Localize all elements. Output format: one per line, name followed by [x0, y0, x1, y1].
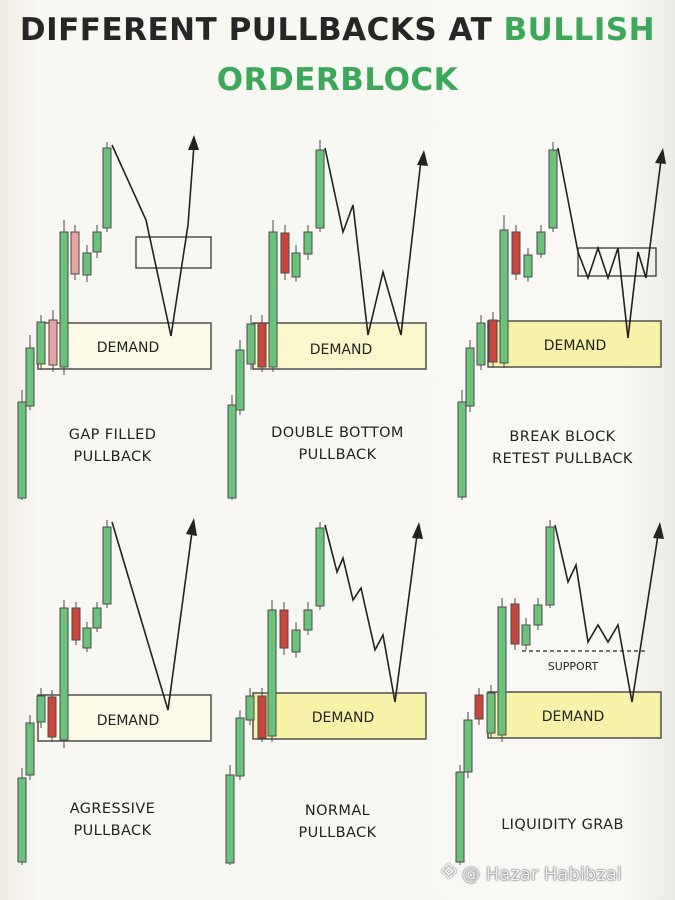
- caption-line1: NORMAL: [304, 803, 371, 819]
- price-path: [111, 521, 193, 711]
- caption-line2: PULLBACK: [73, 449, 152, 465]
- arrow-head-icon: [655, 148, 666, 164]
- caption-agressive: AGRESSIVE PULLBACK: [0, 798, 225, 842]
- support-label: SUPPORT: [548, 660, 599, 673]
- panel-agressive: DEMAND AGRESSIVE PULLBACK: [0, 510, 225, 890]
- caption-liquidity-grab: LIQUIDITY GRAB: [450, 814, 675, 836]
- panel-double-bottom: DEMAND DOUBLE BOTTOM PULLBACK: [225, 120, 450, 500]
- price-path: [324, 147, 422, 336]
- caption-line1: DOUBLE BOTTOM: [271, 425, 404, 441]
- arrow-head-icon: [417, 150, 428, 166]
- caption-line1: GAP FILLED: [68, 427, 157, 443]
- demand-label: DEMAND: [312, 710, 375, 726]
- page-title-line2: ORDERBLOCK: [216, 62, 459, 98]
- demand-label: DEMAND: [97, 340, 160, 356]
- caption-line2: PULLBACK: [298, 825, 377, 841]
- chart-normal: DEMAND: [225, 522, 427, 865]
- watermark-text: @ Hazar Habibzai: [462, 864, 622, 885]
- panel-gap-filled: DEMAND GAP FILLED PULLBACK: [0, 120, 225, 500]
- candles: [455, 520, 555, 865]
- break-box: [577, 247, 657, 277]
- panel-break-block: DEMAND BREAK BLOCK RETEST PULLBACK: [450, 120, 675, 500]
- candles: [225, 522, 325, 865]
- chart-double-bottom: DEMAND: [227, 140, 428, 500]
- caption-line2: PULLBACK: [298, 447, 377, 463]
- caption-line2: RETEST PULLBACK: [492, 451, 633, 467]
- caption-normal: NORMAL PULLBACK: [225, 800, 450, 844]
- demand-label: DEMAND: [544, 338, 607, 354]
- chart-liquidity-grab: DEMAND SUPPORT: [455, 520, 664, 865]
- caption-double-bottom: DOUBLE BOTTOM PULLBACK: [225, 422, 450, 466]
- chart-agressive: DEMAND: [17, 518, 212, 865]
- price-path: [111, 144, 195, 337]
- caption-line1: AGRESSIVE: [69, 801, 156, 817]
- caption-line1: LIQUIDITY GRAB: [501, 817, 624, 833]
- caption-line1: BREAK BLOCK: [509, 429, 616, 445]
- arrow-head-icon: [188, 135, 199, 150]
- demand-label: DEMAND: [310, 342, 373, 358]
- panel-liquidity-grab: DEMAND SUPPORT LIQUIDITY GRAB: [450, 510, 675, 890]
- demand-label: DEMAND: [542, 709, 605, 725]
- chart-break-block: DEMAND: [457, 142, 666, 500]
- page-title-line1: DIFFERENT PULLBACKS AT BULLISH: [0, 12, 675, 48]
- caption-line2: PULLBACK: [73, 823, 152, 839]
- gap-box: [135, 236, 212, 269]
- price-path: [324, 524, 418, 703]
- title-prefix: DIFFERENT PULLBACKS AT: [19, 12, 504, 48]
- watermark: @ Hazar Habibzai: [440, 862, 622, 885]
- candles: [17, 142, 112, 500]
- caption-gap-filled: GAP FILLED PULLBACK: [0, 424, 225, 468]
- demand-zone: [487, 320, 662, 368]
- panel-normal: DEMAND NORMAL PULLBACK: [225, 510, 450, 890]
- price-path: [557, 147, 662, 339]
- chart-gap-filled: DEMAND: [17, 135, 212, 500]
- binance-logo-icon: [440, 862, 458, 885]
- demand-zone: [252, 322, 427, 370]
- candles: [17, 520, 112, 865]
- candles: [227, 140, 325, 500]
- title-highlight: BULLISH: [503, 12, 656, 48]
- demand-label: DEMAND: [97, 713, 160, 729]
- candles: [457, 142, 558, 500]
- arrow-head-icon: [653, 522, 664, 539]
- demand-zone: [252, 692, 427, 740]
- price-path: [554, 524, 659, 703]
- caption-break-block: BREAK BLOCK RETEST PULLBACK: [450, 426, 675, 470]
- arrow-head-icon: [412, 522, 423, 539]
- arrow-head-icon: [186, 518, 197, 536]
